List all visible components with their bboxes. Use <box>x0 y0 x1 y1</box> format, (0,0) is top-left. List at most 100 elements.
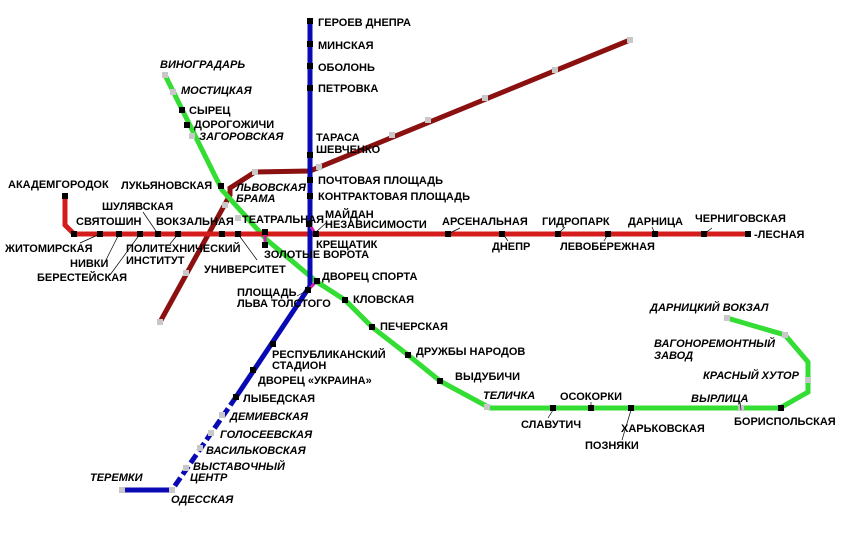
station-marker[interactable] <box>499 231 505 237</box>
station-label[interactable]: ЛЫБЕДСКАЯ <box>243 393 315 405</box>
station-marker-planned[interactable] <box>189 133 195 139</box>
station-label[interactable]: ЖИТОМИРСКАЯ <box>4 243 93 255</box>
station-label[interactable]: МИНСКАЯ <box>318 40 374 52</box>
station-marker[interactable] <box>628 405 634 411</box>
station-marker[interactable] <box>179 107 185 113</box>
station-label[interactable]: ВАГОНОРЕМОНТНЫЙ <box>654 337 776 350</box>
station-label[interactable]: ТЕРЕМКИ <box>90 472 144 484</box>
station-label[interactable]: ХАРЬКОВСКАЯ <box>621 423 705 435</box>
station-label[interactable]: ДВОРЕЦ «УКРАИНА» <box>258 375 372 387</box>
station-marker[interactable] <box>262 242 268 248</box>
station-marker[interactable] <box>307 41 313 47</box>
station-label[interactable]: ВОКЗАЛЬНАЯ <box>156 216 234 228</box>
station-label[interactable]: ГОЛОСЕЕВСКАЯ <box>220 429 313 441</box>
station-marker[interactable] <box>745 231 751 237</box>
station-label[interactable]: КРАСНЫЙ ХУТОР <box>703 369 800 382</box>
station-label[interactable]: ДЕМИЕВСКАЯ <box>229 411 309 423</box>
station-marker[interactable] <box>778 405 784 411</box>
station-marker[interactable] <box>184 122 190 128</box>
station-marker[interactable] <box>405 352 411 358</box>
station-label[interactable]: ПОЧТОВАЯ ПЛОЩАДЬ <box>318 175 443 187</box>
station-marker[interactable] <box>314 278 320 284</box>
station-label[interactable]: ОСОКОРКИ <box>560 391 622 403</box>
station-marker-planned[interactable] <box>157 319 163 325</box>
station-label[interactable]: СЛАВУТИЧ <box>521 419 581 431</box>
station-label[interactable]: ТАРАСА <box>316 132 360 144</box>
station-label[interactable]: ПОЗНЯКИ <box>585 440 639 452</box>
station-marker-planned[interactable] <box>552 67 558 73</box>
station-marker[interactable] <box>262 229 268 235</box>
station-label[interactable]: ОДЕССКАЯ <box>171 494 234 506</box>
station-marker-planned[interactable] <box>119 487 125 493</box>
station-label[interactable]: ОБОЛОНЬ <box>318 62 375 74</box>
station-label[interactable]: АКАДЕМГОРОДОК <box>8 179 109 191</box>
station-marker[interactable] <box>62 193 68 199</box>
station-label[interactable]: ЗАВОД <box>654 350 693 362</box>
station-marker[interactable] <box>218 183 224 189</box>
station-label[interactable]: ЧЕРНИГОВСКАЯ <box>695 213 786 225</box>
station-marker[interactable] <box>307 63 313 69</box>
station-marker[interactable] <box>342 297 348 303</box>
station-label[interactable]: ВЫРЛИЦА <box>691 393 748 405</box>
station-label[interactable]: ДОРОГОЖИЧИ <box>194 119 274 131</box>
station-marker[interactable] <box>307 177 313 183</box>
station-label[interactable]: ЛЬВОВСКАЯ <box>235 182 307 194</box>
station-label[interactable]: ВЫДУБИЧИ <box>455 371 520 383</box>
station-label[interactable]: ЛЕВОБЕРЕЖНАЯ <box>560 241 655 253</box>
station-label[interactable]: ПЛОЩАДЬ <box>237 287 297 299</box>
station-label[interactable]: ТЕАТРАЛЬНАЯ <box>242 214 324 226</box>
station-marker-planned[interactable] <box>389 132 395 138</box>
station-label[interactable]: СТАДИОН <box>272 360 326 372</box>
station-marker-planned[interactable] <box>724 315 730 321</box>
station-label[interactable]: АРСЕНАЛЬНАЯ <box>442 216 528 228</box>
station-label[interactable]: ВАСИЛЬКОВСКАЯ <box>206 445 307 457</box>
station-marker[interactable] <box>437 378 443 384</box>
station-label[interactable]: ИНСТИТУТ <box>126 255 185 267</box>
station-label[interactable]: ГИДРОПАРК <box>542 216 610 228</box>
station-marker-planned[interactable] <box>169 487 175 493</box>
station-label[interactable]: БОРИСПОЛЬСКАЯ <box>734 416 836 428</box>
station-label[interactable]: ШЕВЧЕНКО <box>316 144 381 156</box>
station-label[interactable]: НИВКИ <box>70 258 109 270</box>
station-label[interactable]: БРАМА <box>236 193 276 205</box>
station-marker-planned[interactable] <box>170 89 176 95</box>
station-marker-planned[interactable] <box>252 169 258 175</box>
station-marker-planned[interactable] <box>627 37 633 43</box>
station-label[interactable]: ПЕТРОВКА <box>318 83 378 95</box>
station-marker-planned[interactable] <box>316 164 322 170</box>
station-label[interactable]: КЛОВСКАЯ <box>353 294 414 306</box>
station-label[interactable]: ЛУКЬЯНОВСКАЯ <box>121 180 212 192</box>
station-label[interactable]: УНИВЕРСИТЕТ <box>204 264 286 276</box>
station-label[interactable]: ДНЕПР <box>492 241 530 253</box>
station-label[interactable]: ЗОЛОТЫЕ ВОРОТА <box>264 249 369 261</box>
station-label[interactable]: МОСТИЦКАЯ <box>181 85 253 97</box>
station-label[interactable]: БЕРЕСТЕЙСКАЯ <box>37 271 127 284</box>
station-label[interactable]: -ЛЕСНАЯ <box>754 229 805 241</box>
station-marker[interactable] <box>307 85 313 91</box>
station-marker-planned[interactable] <box>782 332 788 338</box>
station-label[interactable]: ЦЕНТР <box>190 472 228 484</box>
station-marker[interactable] <box>307 152 313 158</box>
station-label[interactable]: ДАРНИЦКИЙ ВОКЗАЛ <box>649 301 769 314</box>
station-marker[interactable] <box>219 231 225 237</box>
station-label[interactable]: ТЕЛИЧКА <box>483 390 535 402</box>
station-label[interactable]: СЫРЕЦ <box>189 105 230 117</box>
station-label[interactable]: ДАРНИЦА <box>628 216 683 228</box>
station-label[interactable]: ЛЬВА ТОЛСТОГО <box>237 298 331 310</box>
station-label[interactable]: КОНТРАКТОВАЯ ПЛОЩАДЬ <box>318 191 470 203</box>
station-marker[interactable] <box>307 193 313 199</box>
station-marker-planned[interactable] <box>183 270 189 276</box>
station-marker[interactable] <box>307 18 313 24</box>
station-label[interactable]: ДРУЖБЫ НАРОДОВ <box>416 346 525 358</box>
station-marker[interactable] <box>270 341 276 347</box>
station-marker[interactable] <box>369 324 375 330</box>
station-label[interactable]: ЗАГОРОВСКАЯ <box>199 131 284 143</box>
station-marker[interactable] <box>233 394 239 400</box>
station-marker-planned[interactable] <box>235 215 241 221</box>
station-marker-planned[interactable] <box>208 430 214 436</box>
station-marker-planned[interactable] <box>425 117 431 123</box>
station-label[interactable]: КРЕЩАТИК <box>316 239 378 251</box>
station-label[interactable]: СВЯТОШИН <box>76 216 141 228</box>
station-label[interactable]: ШУЛЯВСКАЯ <box>102 201 173 213</box>
station-label[interactable]: НЕЗАВИСИМОСТИ <box>325 219 427 231</box>
